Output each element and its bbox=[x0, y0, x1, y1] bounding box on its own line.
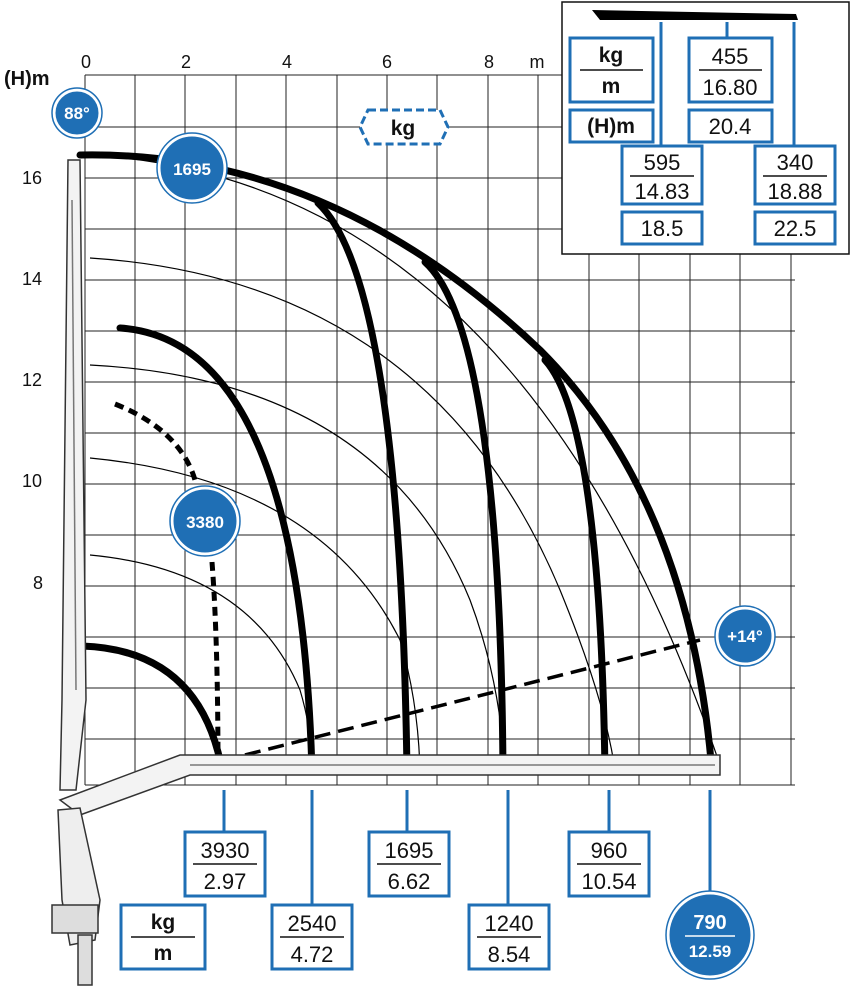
inset-header-h-label: (H)m bbox=[587, 115, 635, 138]
x-tick-2: 2 bbox=[181, 52, 191, 72]
capacity-box-1240: 1240 8.54 bbox=[467, 903, 551, 971]
inset-entry-340: 340 18.88 22.5 bbox=[753, 144, 837, 246]
inset-entry-455: 455 16.80 20.4 bbox=[687, 36, 774, 144]
reach-badge-3380-label: 3380 bbox=[186, 513, 224, 532]
reach-badge-1695: 1695 bbox=[156, 132, 228, 204]
inset-header-kg-m: kg m bbox=[568, 36, 655, 104]
y-tick-14: 14 bbox=[22, 269, 42, 289]
inset-boom-icon bbox=[592, 10, 798, 20]
inset-entry-595-m: 14.83 bbox=[634, 179, 689, 204]
x-tick-4: 4 bbox=[282, 52, 292, 72]
capacity-1240-kg: 1240 bbox=[485, 911, 534, 936]
capacity-box-3930: 3930 2.97 bbox=[183, 830, 267, 898]
min-angle-line bbox=[244, 638, 701, 757]
footer-key: kg m bbox=[119, 903, 207, 971]
arc-thin-3 bbox=[89, 364, 506, 771]
arc-thin-2 bbox=[89, 257, 616, 771]
leader-lines bbox=[222, 790, 712, 905]
curve-1240 bbox=[421, 258, 507, 776]
inset-entry-340-kg: 340 bbox=[777, 150, 814, 175]
inset-entry-340-h: 22.5 bbox=[774, 216, 817, 241]
curve-1695 bbox=[314, 199, 411, 776]
y-tick-10: 10 bbox=[22, 471, 42, 491]
x-tick-0: 0 bbox=[81, 52, 91, 72]
x-tick-6: 6 bbox=[382, 52, 392, 72]
curve-3930 bbox=[78, 642, 226, 774]
arc-thin-5 bbox=[89, 554, 313, 771]
inset-entry-595-h: 18.5 bbox=[641, 216, 684, 241]
footer-key-m: m bbox=[154, 942, 173, 965]
angle-max-badge: 88° bbox=[51, 87, 103, 139]
capacity-960-kg: 960 bbox=[591, 838, 628, 863]
capacity-3930-kg: 3930 bbox=[201, 838, 250, 863]
legend-kg-label: kg bbox=[391, 117, 416, 140]
capacity-1240-m: 8.54 bbox=[488, 942, 531, 967]
angle-min-badge: +14° bbox=[714, 605, 776, 667]
crane-base bbox=[51, 904, 99, 934]
x-tick-8: 8 bbox=[484, 52, 494, 72]
inset-entry-340-m: 18.88 bbox=[767, 179, 822, 204]
reach-badge-3380: 3380 bbox=[169, 485, 241, 557]
boom-vertical bbox=[59, 159, 87, 791]
capacity-1695-kg: 1695 bbox=[385, 838, 434, 863]
inset-panel: kg m (H)m 455 16.80 20.4 595 14.83 18.5 … bbox=[561, 1, 850, 255]
capacity-box-1695: 1695 6.62 bbox=[367, 830, 451, 898]
x-unit-m: m bbox=[530, 52, 545, 72]
curve-960 bbox=[541, 356, 609, 776]
crane-drawing bbox=[51, 159, 721, 986]
angle-max-label: 88° bbox=[64, 104, 90, 123]
capacity-curves bbox=[76, 151, 716, 776]
inset-entry-455-m: 16.80 bbox=[702, 75, 757, 100]
legend-kg-tag: kg bbox=[358, 108, 450, 146]
capacity-box-960: 960 10.54 bbox=[567, 830, 651, 898]
capacity-3930-m: 2.97 bbox=[204, 869, 247, 894]
inset-header-m: m bbox=[602, 75, 621, 98]
inset-entry-595-kg: 595 bbox=[644, 150, 681, 175]
inset-header-kg: kg bbox=[599, 44, 624, 67]
y-unit-h: (H)m bbox=[4, 68, 50, 90]
capacity-2540-kg: 2540 bbox=[288, 911, 337, 936]
inset-entry-595: 595 14.83 18.5 bbox=[620, 144, 704, 246]
capacity-790-kg: 790 bbox=[693, 912, 726, 934]
y-tick-16: 16 bbox=[22, 168, 42, 188]
y-tick-12: 12 bbox=[22, 370, 42, 390]
inset-entry-455-h: 20.4 bbox=[709, 114, 752, 139]
inset-entry-455-kg: 455 bbox=[712, 44, 749, 69]
capacity-960-m: 10.54 bbox=[581, 869, 636, 894]
footer-key-kg: kg bbox=[151, 911, 176, 934]
curve-outer bbox=[76, 151, 716, 776]
capacity-1695-m: 6.62 bbox=[388, 869, 431, 894]
curve-2540 bbox=[116, 324, 316, 776]
curve-3380-dashed bbox=[114, 401, 221, 771]
capacity-box-2540: 2540 4.72 bbox=[270, 903, 354, 971]
inset-header-h: (H)m bbox=[568, 108, 655, 144]
y-tick-8: 8 bbox=[33, 573, 43, 593]
reach-badge-1695-label: 1695 bbox=[173, 160, 211, 179]
capacity-790-m: 12.59 bbox=[689, 942, 732, 961]
capacity-2540-m: 4.72 bbox=[291, 942, 334, 967]
capacity-badge-790: 790 12.59 bbox=[665, 890, 755, 980]
angle-min-label: +14° bbox=[727, 627, 763, 646]
